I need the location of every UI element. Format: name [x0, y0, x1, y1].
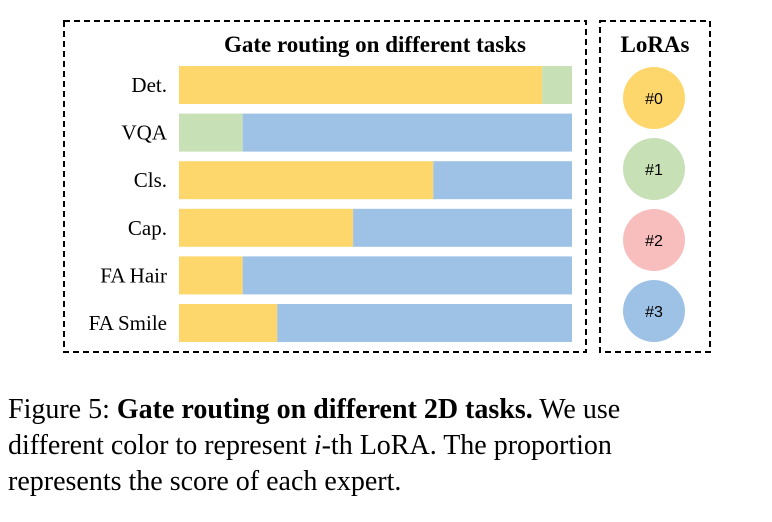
gate-routing-figure: Gate routing on different tasks LoRAs De…: [63, 20, 711, 353]
caption-line2-b: -th LoRA. The proportion: [321, 430, 612, 461]
legend-swatch: [623, 138, 685, 200]
legend-title: LoRAs: [620, 32, 689, 57]
bar-segment: [179, 66, 543, 104]
category-label: Cap.: [128, 216, 167, 240]
legend-swatch: [623, 67, 685, 129]
legend-label: #2: [645, 233, 663, 250]
bar-segment: [179, 161, 434, 200]
caption-italic-i: i: [313, 430, 322, 461]
bar-segment: [179, 256, 243, 295]
bar-segment: [433, 161, 572, 200]
category-labels: Det. VQA Cls. Cap. FA Hair FA Smile: [89, 73, 168, 335]
main-panel-border: [63, 20, 587, 353]
category-label: VQA: [122, 121, 168, 145]
bar-segment: [277, 304, 572, 342]
bar-segment: [242, 256, 572, 295]
legend-label: #1: [645, 162, 663, 179]
caption-line-2: different color to represent i-th LoRA. …: [8, 428, 764, 464]
category-label: FA Smile: [89, 311, 167, 335]
legend-swatch: [623, 209, 685, 271]
caption-prefix: Figure 5:: [8, 394, 117, 425]
bar-segment: [353, 208, 572, 247]
category-label: FA Hair: [100, 263, 167, 287]
caption-line2-a: different color to represent: [8, 430, 314, 461]
legend-panel-border: [599, 20, 711, 353]
bar-segment: [542, 66, 572, 104]
bar-segment: [179, 208, 354, 247]
caption-line1-rest: We use: [532, 394, 621, 425]
bar-segment: [179, 304, 278, 342]
caption-line-3: represents the score of each expert.: [8, 466, 402, 497]
bar-segment: [242, 113, 572, 152]
bars-group: [179, 66, 572, 342]
category-label: Cls.: [134, 168, 167, 192]
legend-label: #3: [645, 304, 663, 321]
caption-bold-title: Gate routing on different 2D tasks.: [116, 394, 533, 425]
legend-swatch: [623, 280, 685, 342]
figure-caption: Figure 5: Gate routing on different 2D t…: [8, 392, 764, 500]
caption-line-1: Figure 5: Gate routing on different 2D t…: [8, 392, 764, 428]
category-label: Det.: [131, 73, 167, 97]
bar-segment: [179, 113, 243, 152]
chart-title: Gate routing on different tasks: [224, 32, 526, 57]
legend: #0 #1 #2 #3: [623, 67, 685, 342]
legend-label: #0: [645, 91, 663, 108]
